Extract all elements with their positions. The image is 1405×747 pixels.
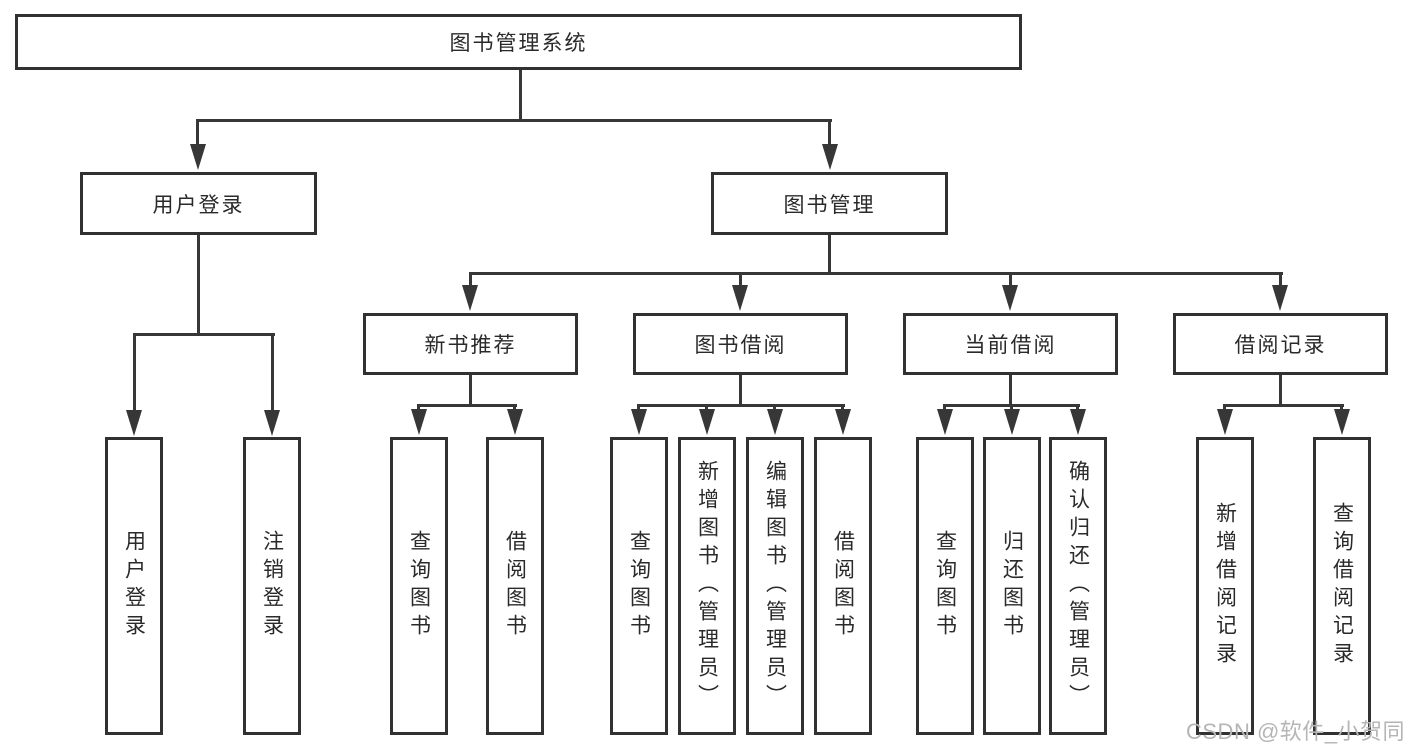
connector-level1-branch	[196, 119, 832, 122]
leaf-user-login: 用户登录	[105, 437, 163, 735]
arrowhead-down-icon	[1002, 285, 1018, 311]
node-book-management: 图书管理	[711, 172, 948, 235]
arrowhead-down-icon	[462, 285, 478, 311]
node-label: 查询图书	[627, 530, 651, 642]
leaf-add-book-admin: 新增图书（管理员）	[678, 437, 736, 735]
node-book-borrowing: 图书借阅	[633, 313, 848, 375]
node-label: 借阅图书	[831, 530, 855, 642]
connector-drop	[469, 272, 472, 288]
arrowhead-down-icon	[1004, 409, 1020, 435]
connector-user-login-branch	[133, 333, 275, 336]
node-label: 图书管理系统	[449, 32, 588, 55]
node-label: 新增借阅记录	[1213, 502, 1237, 670]
node-label: 图书管理	[783, 193, 876, 217]
arrowhead-down-icon	[411, 409, 427, 435]
node-label: 用户登录	[122, 530, 146, 642]
node-user-login: 用户登录	[80, 172, 317, 235]
node-label: 借阅记录	[1234, 334, 1327, 357]
connector-borrowing-records-branch	[1223, 404, 1344, 407]
leaf-confirm-return-admin: 确认归还（管理员）	[1049, 437, 1107, 735]
leaf-return-books: 归还图书	[983, 437, 1041, 735]
connector-drop	[828, 119, 831, 146]
node-label: 归还图书	[1000, 530, 1024, 642]
connector-book-management-stem	[828, 235, 831, 275]
node-borrowing-records: 借阅记录	[1173, 313, 1388, 375]
connector-root-stem	[519, 70, 522, 122]
connector-user-login-stem	[197, 235, 200, 336]
arrowhead-down-icon	[835, 409, 851, 435]
leaf-add-borrow-record: 新增借阅记录	[1196, 437, 1254, 735]
connector-level2-branch	[469, 272, 1283, 275]
node-label: 注销登录	[260, 530, 284, 642]
connector-drop	[1279, 272, 1282, 288]
connector-new-book-branch	[417, 404, 517, 407]
node-new-book-recommendation: 新书推荐	[363, 313, 578, 375]
connector-drop	[271, 333, 274, 412]
node-label: 查询图书	[407, 530, 431, 642]
arrowhead-down-icon	[1272, 285, 1288, 311]
node-label: 编辑图书（管理员）	[763, 460, 787, 712]
arrowhead-down-icon	[699, 409, 715, 435]
leaf-logout: 注销登录	[243, 437, 301, 735]
leaf-edit-book-admin: 编辑图书（管理员）	[746, 437, 804, 735]
arrowhead-down-icon	[507, 409, 523, 435]
arrowhead-down-icon	[126, 410, 142, 436]
arrowhead-down-icon	[822, 144, 838, 170]
connector-drop	[739, 272, 742, 288]
connector-book-borrowing-stem	[739, 375, 742, 406]
leaf-borrow-books: 借阅图书	[814, 437, 872, 735]
node-library-management-system: 图书管理系统	[15, 14, 1022, 70]
connector-borrowing-records-stem	[1279, 375, 1282, 406]
arrowhead-down-icon	[264, 410, 280, 436]
node-label: 查询借阅记录	[1330, 502, 1354, 670]
node-label: 当前借阅	[964, 334, 1057, 357]
node-label: 用户登录	[152, 193, 245, 217]
leaf-borrow-books: 借阅图书	[486, 437, 544, 735]
connector-drop	[1009, 272, 1012, 288]
connector-new-book-stem	[469, 375, 472, 406]
arrowhead-down-icon	[1217, 409, 1233, 435]
node-current-borrowing: 当前借阅	[903, 313, 1118, 375]
connector-drop	[133, 333, 136, 412]
node-label: 确认归还（管理员）	[1066, 460, 1090, 712]
arrowhead-down-icon	[937, 409, 953, 435]
leaf-query-books: 查询图书	[390, 437, 448, 735]
node-label: 查询图书	[933, 530, 957, 642]
node-label: 新增图书（管理员）	[695, 460, 719, 712]
node-label: 新书推荐	[424, 334, 517, 357]
arrowhead-down-icon	[1070, 409, 1086, 435]
connector-book-borrowing-branch	[637, 404, 845, 407]
leaf-query-borrow-record: 查询借阅记录	[1313, 437, 1371, 735]
leaf-query-books: 查询图书	[916, 437, 974, 735]
arrowhead-down-icon	[190, 144, 206, 170]
csdn-watermark: CSDN @软件_小贺同学	[1186, 719, 1405, 744]
connector-drop	[196, 119, 199, 146]
arrowhead-down-icon	[631, 409, 647, 435]
connector-current-borrowing-stem	[1009, 375, 1012, 406]
arrowhead-down-icon	[1334, 409, 1350, 435]
node-label: 借阅图书	[503, 530, 527, 642]
leaf-query-books: 查询图书	[610, 437, 668, 735]
arrowhead-down-icon	[732, 285, 748, 311]
node-label: 图书借阅	[694, 334, 787, 357]
arrowhead-down-icon	[767, 409, 783, 435]
